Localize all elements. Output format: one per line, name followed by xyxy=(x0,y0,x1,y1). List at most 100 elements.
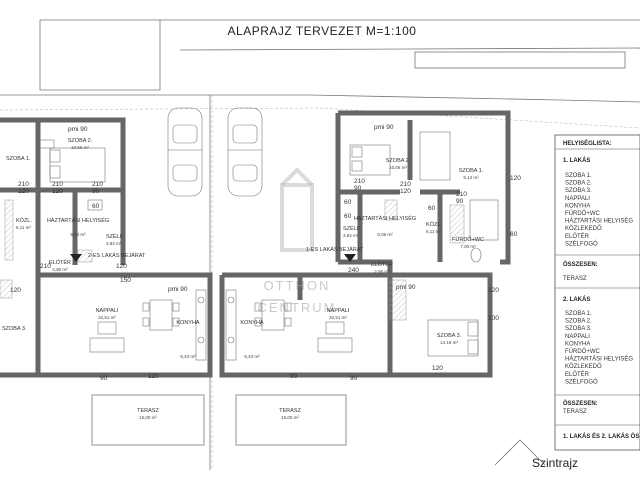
terrace-left xyxy=(91,394,205,446)
room-area-szoba1-right: 9,14 m² xyxy=(463,175,479,180)
svg-text:210: 210 xyxy=(52,181,63,188)
sofa-left xyxy=(89,321,125,353)
svg-text:90: 90 xyxy=(92,188,100,195)
svg-text:2. LAKÁS: 2. LAKÁS xyxy=(563,296,590,303)
svg-text:ÖSSZESEN:: ÖSSZESEN: xyxy=(563,261,598,268)
svg-text:120: 120 xyxy=(148,373,159,380)
legend-flat1-items: SZOBA 1. SZOBA 2.SZOBA 3. NAPPALIKONYHAFÜR… xyxy=(565,173,633,247)
svg-text:60: 60 xyxy=(428,205,436,212)
sofa-right xyxy=(317,321,353,353)
room-name-kozl-right: KÖZL. xyxy=(426,221,442,228)
room-area-szelf-right: 3,84 m² xyxy=(343,233,359,238)
room-name-haztartasi-left: HÁZTARTÁSI HELYISÉG xyxy=(47,217,109,224)
room-name-haztartasi-right: HÁZTARTÁSI HELYISÉG xyxy=(354,215,416,222)
legend-flat2-item: SZOBA 3. xyxy=(565,326,592,332)
legend-flat1-item: FÜRDŐ+WC xyxy=(565,210,600,217)
legend-flat2-item: NAPPALI xyxy=(565,334,590,340)
entrance-arrow-right xyxy=(344,254,356,262)
legend-flat2-item: FÜRDŐ+WC xyxy=(565,348,600,355)
legend-flat2-item: KÖZLEKEDŐ xyxy=(565,363,602,370)
svg-text:90: 90 xyxy=(100,375,108,382)
legend-flat1-item: HÁZTARTÁSI HELYISÉG xyxy=(565,218,633,225)
room-name-szoba3-left: SZOBA 3. xyxy=(2,326,27,332)
room-area-szoba3-right: 14,18 m² xyxy=(440,340,458,345)
svg-text:1. LAKÁS ÉS 2. LAKÁS ÖS: 1. LAKÁS ÉS 2. LAKÁS ÖS xyxy=(563,432,639,440)
terrace-right xyxy=(235,394,347,446)
room-name-nappali-left: NAPPALI xyxy=(96,308,119,314)
svg-text:60: 60 xyxy=(344,199,352,206)
room-name-kozl-left: KÖZL. xyxy=(16,217,32,224)
legend-flat2-items: SZOBA 1.SZOBA 2.SZOBA 3.NAPPALIKONYHAFÜR… xyxy=(565,311,633,385)
svg-text:120: 120 xyxy=(52,188,63,195)
room-name-eloter-right: ELŐTÉR xyxy=(371,261,393,268)
svg-text:120: 120 xyxy=(488,287,499,294)
room-name-konyha-right: KONYHA xyxy=(240,320,264,326)
parking-car-left xyxy=(167,107,203,197)
kitchen-counter-left xyxy=(195,289,207,361)
svg-text:100: 100 xyxy=(488,315,499,322)
room-area-szelf-left: 3,84 m² xyxy=(106,241,122,246)
room-area-konyha-left: 5,43 m² xyxy=(180,354,196,359)
legend-flat2-item: KONYHA xyxy=(565,341,590,347)
svg-text:pmi 90: pmi 90 xyxy=(68,126,88,133)
legend-flat2-item: ELŐTÉR xyxy=(565,371,590,378)
svg-text:90: 90 xyxy=(290,373,298,380)
bed-szoba1-right xyxy=(419,131,451,181)
right-wing xyxy=(335,110,511,378)
dining-set-right xyxy=(254,299,292,331)
room-area-eloter-right: 2,90 m² xyxy=(374,269,390,274)
bed-szoba2-left xyxy=(49,147,106,183)
room-name-szelf-left: SZÉLF. xyxy=(106,233,125,240)
svg-text:120: 120 xyxy=(18,188,29,195)
room-name-konyha-left: KONYHA xyxy=(176,320,200,326)
svg-text:210: 210 xyxy=(92,181,103,188)
svg-text:pmi 90: pmi 90 xyxy=(168,286,188,293)
legend-flat1-item: KONYHA xyxy=(565,203,590,209)
svg-text:210: 210 xyxy=(400,181,411,188)
room-area-furdo-right: 7,00 m² xyxy=(460,244,476,249)
room-name-szelf-right: SZÉLF. xyxy=(343,225,362,232)
legend-flat1-item: SZÉLFOGÓ xyxy=(565,240,598,247)
room-area-konyha-right: 5,43 m² xyxy=(244,354,260,359)
svg-text:240: 240 xyxy=(348,267,359,274)
left-wing xyxy=(0,117,213,378)
legend-flat1-item: SZOBA 2. xyxy=(565,181,592,187)
entrance-label-left: 2-ES LAKÁS BEJÁRAT xyxy=(88,252,146,259)
dining-set-left xyxy=(142,299,180,331)
svg-text:210: 210 xyxy=(354,178,365,185)
room-area-haztartasi-left: 5,06 m² xyxy=(70,232,86,237)
svg-text:TERASZ: TERASZ xyxy=(563,276,587,282)
svg-text:CENTRUM: CENTRUM xyxy=(258,300,337,315)
room-list-legend: HELYISÉGLISTA: 1. LAKÁS SZOBA 1.SZOBA 2.… xyxy=(554,134,640,451)
bath-fixtures-left xyxy=(39,139,103,211)
legend-flat1-item: SZOBA 3. xyxy=(565,188,592,194)
svg-text:120: 120 xyxy=(116,263,127,270)
legend-flat1-item: SZOBA 1. xyxy=(565,173,592,179)
legend-flat2-item: SZOBA 1. xyxy=(565,311,592,317)
svg-text:90: 90 xyxy=(456,198,464,205)
svg-text:150: 150 xyxy=(120,277,131,284)
legend-flat2-item: SZÉLFOGÓ xyxy=(565,378,598,385)
legend-flat1-item: NAPPALI xyxy=(565,196,590,202)
plan-title: ALAPRAJZ TERVEZET M=1:100 xyxy=(228,24,417,38)
dimension-labels: pmi 90 pmi 90 pmi 90 pmi 90 120 210 120 … xyxy=(10,124,521,382)
room-area-kozl-left: 6,11 m² xyxy=(16,225,31,230)
room-name-furdo-right: FÜRDŐ+WC xyxy=(452,236,484,243)
stair-hatch-right xyxy=(384,199,398,221)
svg-text:210: 210 xyxy=(456,191,467,198)
svg-text:90: 90 xyxy=(354,185,362,192)
svg-text:120: 120 xyxy=(400,188,411,195)
room-area-szoba2-left: 10,56 m² xyxy=(71,145,89,150)
svg-text:60: 60 xyxy=(92,203,100,210)
room-name-eloter-left: ELŐTÉR xyxy=(49,259,71,266)
svg-text:OTTHON: OTTHON xyxy=(264,278,331,293)
room-name-szoba3-right: SZOBA 3. xyxy=(437,333,462,339)
entrance-label-right: 1-ES LAKÁS BEJÁRAT xyxy=(306,246,364,253)
svg-text:pmi 90: pmi 90 xyxy=(374,124,394,131)
svg-text:60: 60 xyxy=(344,213,352,220)
plan-caption: Szintrajz xyxy=(532,456,578,470)
svg-text:90: 90 xyxy=(350,375,358,382)
room-name-szoba2-left: SZOBA 2. xyxy=(68,138,93,144)
legend-flat1-item: ELŐTÉR xyxy=(565,233,590,240)
bath-fixtures-right xyxy=(469,199,499,263)
